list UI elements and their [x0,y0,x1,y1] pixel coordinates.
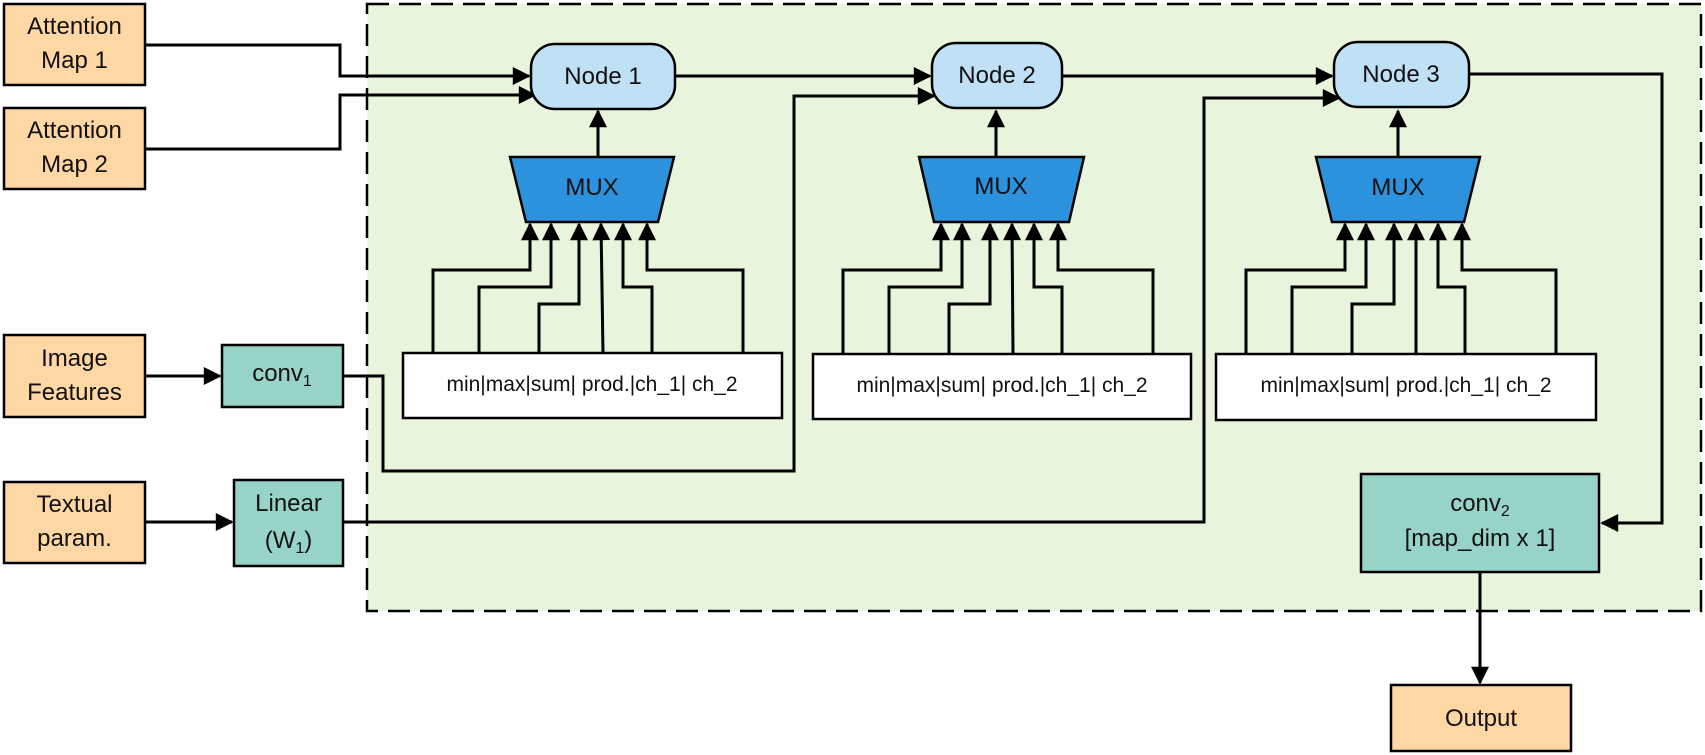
op-wire-2-3 [947,222,999,354]
attention-map-1-line2: Map 1 [41,47,108,74]
op-wire-1-3 [537,222,588,353]
conv1-box: conv1 [220,343,345,409]
connections [145,43,1664,685]
conv2-box: conv2 [map_dim x 1] [1359,472,1601,574]
op-connections [431,222,1558,355]
linear-box: Linear (W1) [232,478,345,568]
op-wire-1-1 [431,222,539,353]
attention-map-1-line1: Attention [27,13,122,40]
mux-3-label: MUX [1371,174,1424,201]
op-wire-3-2 [1290,222,1375,354]
textual-param-box: Textual param. [2,480,147,565]
output-box: Output [1389,683,1573,753]
op-wire-2-2 [887,222,971,354]
linear-line1: Linear [255,490,322,517]
mux-1-label: MUX [565,174,618,201]
conv2-line1: conv2 [1450,490,1510,520]
attention-map-1-box: Attention Map 1 [2,2,147,87]
output-label: Output [1445,705,1517,732]
ops-box-1: min|max|sum| prod.|ch_1| ch_2 [401,351,784,420]
op-wire-2-4 [1003,222,1022,355]
image-features-line2: Features [27,379,122,406]
op-wire-3-3 [1350,222,1403,354]
linear-line2: (W1) [265,527,313,557]
op-wire-3-1 [1244,222,1354,354]
mux-2: MUX [917,155,1086,224]
ops-box-3-label: min|max|sum| prod.|ch_1| ch_2 [1260,374,1551,397]
conv2-line2: [map_dim x 1] [1405,525,1556,552]
image-features-box: Image Features [2,333,147,419]
attention-map-2-line1: Attention [27,117,122,144]
ops-box-2: min|max|sum| prod.|ch_1| ch_2 [811,352,1193,421]
textual-param-line1: Textual [36,491,112,518]
mux-1: MUX [508,155,676,224]
attention-map-2-line2: Map 2 [41,151,108,178]
node-1: Node 1 [529,42,677,111]
node-2-label: Node 2 [958,62,1035,89]
mux-3: MUX [1314,155,1482,224]
textual-param-line2: param. [37,525,112,552]
mux-2-label: MUX [974,173,1027,200]
node-3-label: Node 3 [1362,61,1439,88]
op-wire-1-6 [638,222,745,353]
op-wire-2-1 [841,222,950,354]
op-wire-3-5 [1429,222,1467,354]
image-features-line1: Image [41,345,108,372]
node-2: Node 2 [930,41,1064,110]
op-wire-1-5 [614,222,654,353]
op-wire-1-2 [477,222,560,353]
conv1-label: conv1 [252,360,312,390]
op-wire-1-4 [592,222,611,354]
ops-box-2-label: min|max|sum| prod.|ch_1| ch_2 [856,374,1147,397]
op-wire-2-6 [1049,222,1155,354]
op-wire-2-5 [1025,222,1064,354]
op-wire-3-6 [1453,222,1558,354]
ops-box-3: min|max|sum| prod.|ch_1| ch_2 [1214,352,1598,422]
ops-box-1-label: min|max|sum| prod.|ch_1| ch_2 [446,373,737,396]
node-1-label: Node 1 [564,63,641,90]
attention-map-2-box: Attention Map 2 [2,106,147,191]
node-3: Node 3 [1332,40,1471,109]
